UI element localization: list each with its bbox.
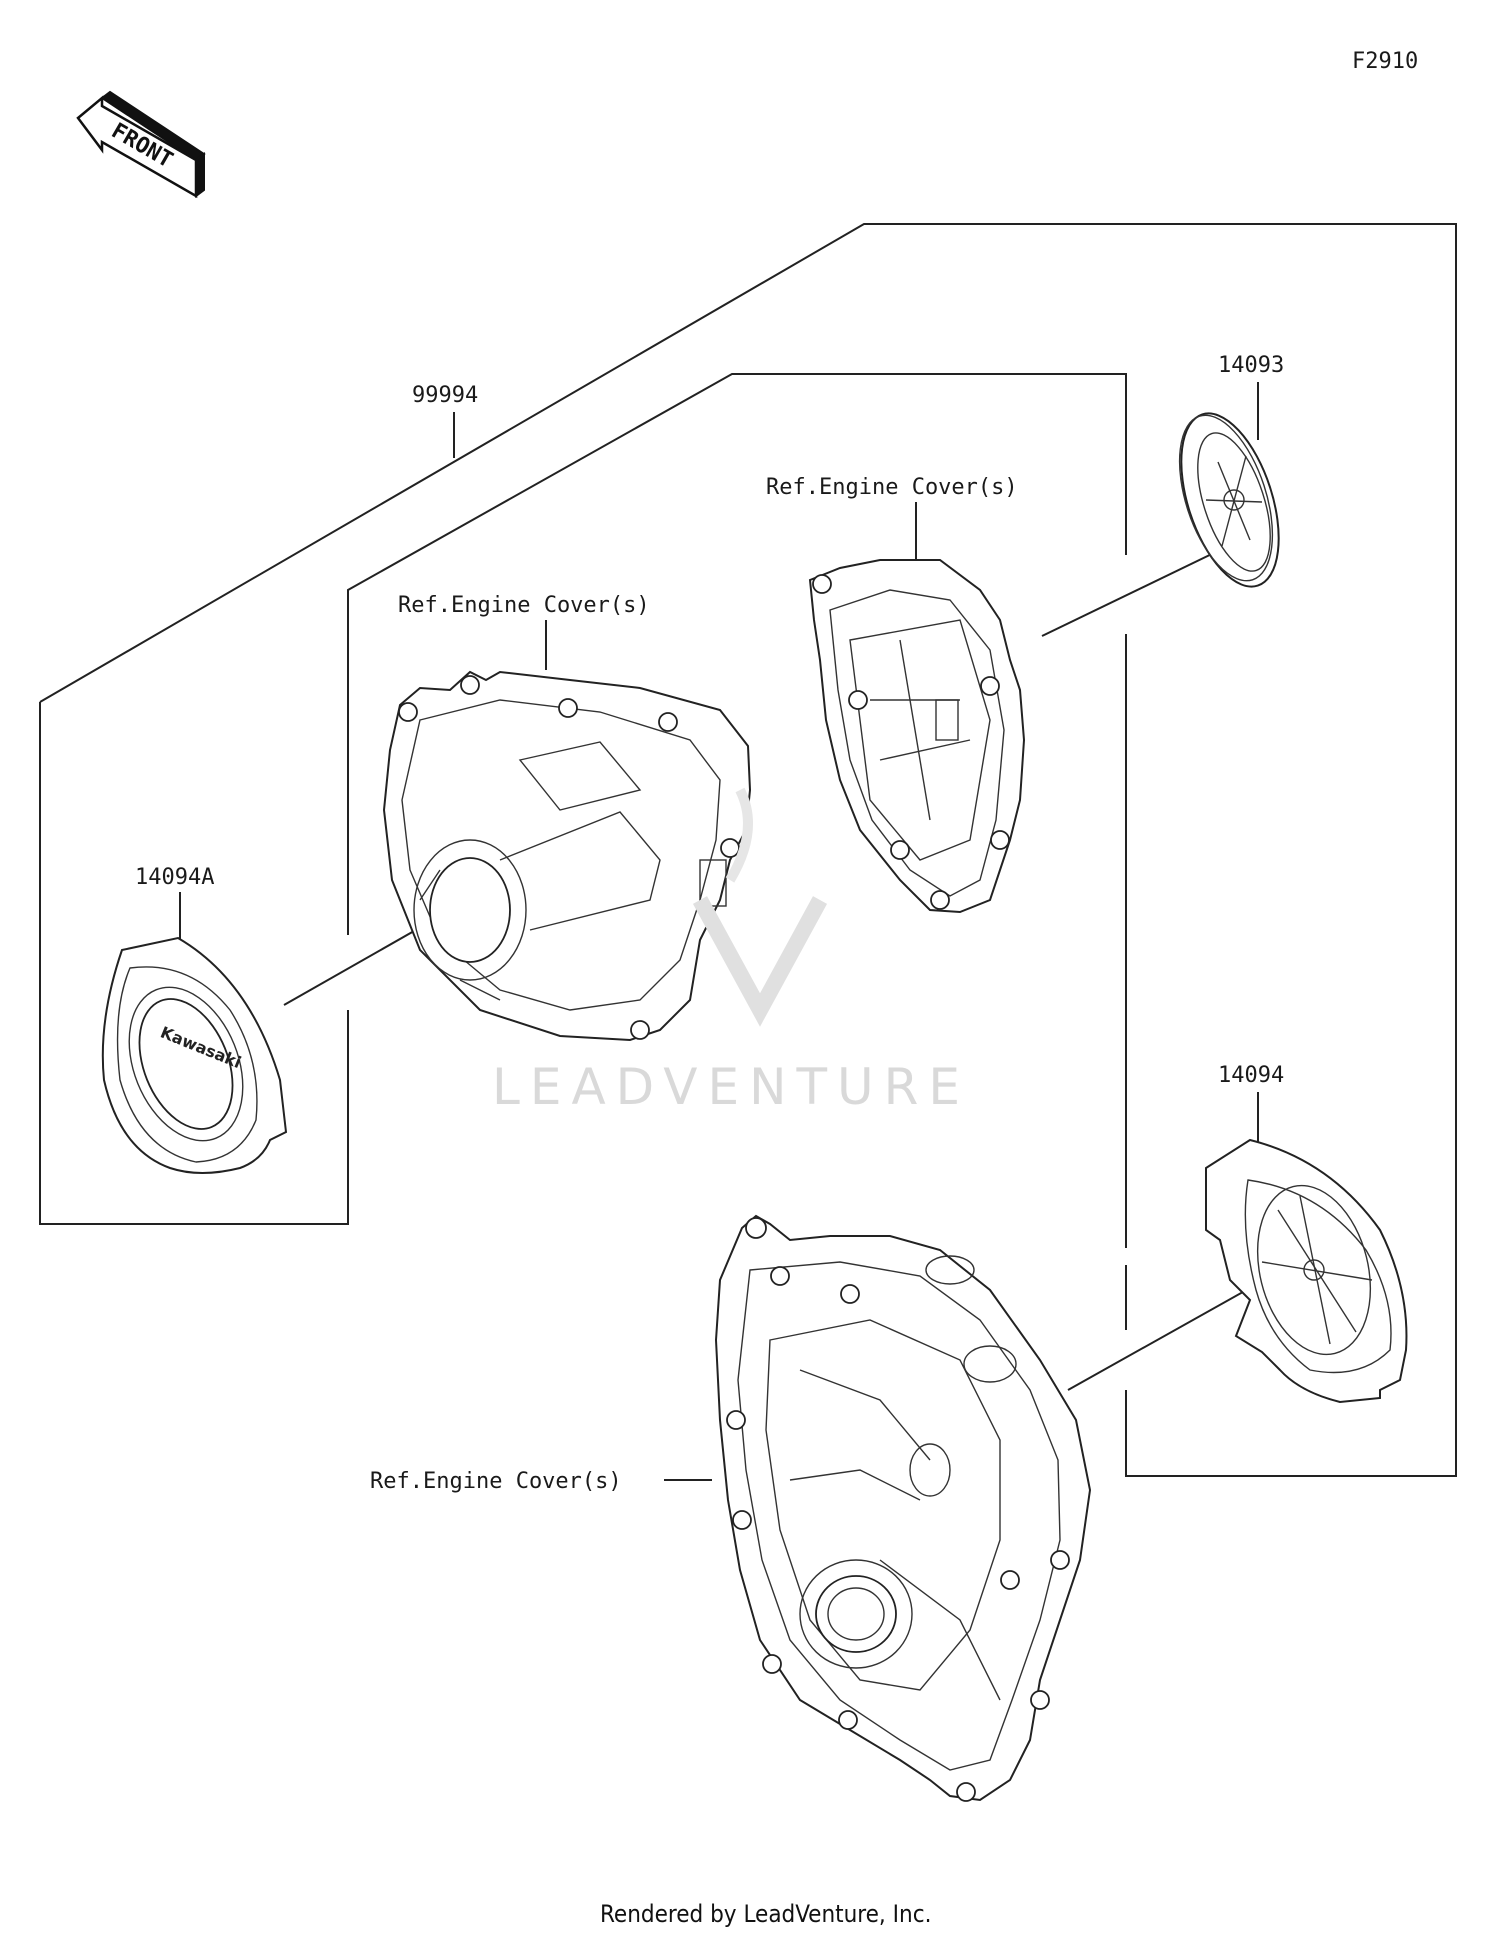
part-14094A-label: 14094A <box>135 865 214 890</box>
cover-14094A-drawing: Kawasaki <box>101 936 288 1174</box>
cover-14094-drawing <box>1205 1138 1408 1404</box>
engine-cover-2-drawing <box>808 559 1026 914</box>
front-arrow-icon: FRONT <box>76 90 206 199</box>
watermark-text: LEADVENTURE <box>492 1058 970 1116</box>
footer-credit: Rendered by LeadVenture, Inc. <box>600 1900 931 1928</box>
part-14093-label: 14093 <box>1218 353 1284 378</box>
ref-engine-cover-2: Ref.Engine Cover(s) <box>398 593 650 618</box>
cover-14093-drawing <box>1178 412 1280 588</box>
engine-cover-1-drawing <box>382 670 752 1042</box>
kit-boundary-outer <box>39 223 1457 1477</box>
kit-part-number: 99994 <box>412 383 478 408</box>
kit-boundary-inner <box>347 373 1127 935</box>
part-14094-label: 14094 <box>1218 1063 1284 1088</box>
engine-cover-3-drawing <box>714 1214 1092 1802</box>
watermark-logo-icon <box>692 787 828 1027</box>
kit-boundary-left <box>39 702 349 1225</box>
diagram-id: F2910 <box>1352 49 1418 74</box>
ref-engine-cover-1: Ref.Engine Cover(s) <box>766 475 1018 500</box>
leader-14093-to-cover <box>1041 549 1221 637</box>
ref-engine-cover-3: Ref.Engine Cover(s) <box>370 1469 622 1494</box>
